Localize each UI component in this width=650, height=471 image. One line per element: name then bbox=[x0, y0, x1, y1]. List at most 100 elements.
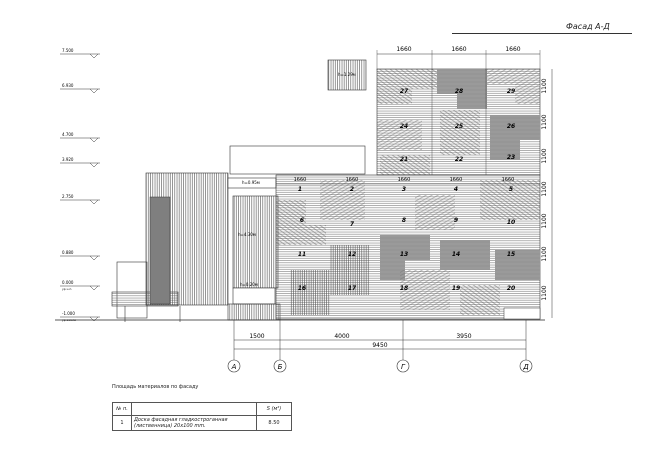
panel-number: 12 bbox=[348, 251, 356, 258]
panel-numbers: 27 28 29 24 25 26 21 22 23 1 2 3 4 5 6 7… bbox=[298, 88, 515, 292]
row-num: 1 bbox=[112, 415, 132, 431]
level-marks: 7.500 6.930 4.700 3.920 2.750 0.880 0.00… bbox=[60, 48, 100, 322]
table-header-row: № п. S (м²) bbox=[112, 402, 292, 416]
axis-label: Д bbox=[522, 363, 529, 371]
level-mark-value: 6.930 bbox=[62, 83, 74, 88]
panel-number: 8 bbox=[402, 217, 406, 224]
panel-number: 2 bbox=[350, 186, 354, 193]
level-mark: 2.750 bbox=[60, 194, 100, 205]
dimension-label: 1660 bbox=[505, 46, 520, 53]
dimension-label: 3950 bbox=[456, 333, 471, 340]
row-area: 8.50 bbox=[256, 415, 292, 431]
level-mark-value: 7.500 bbox=[62, 48, 74, 53]
dimension-label: 1500 bbox=[249, 333, 264, 340]
height-note: h=1.29м bbox=[338, 72, 356, 77]
panel-number: 29 bbox=[507, 88, 515, 95]
panel-number: 4 bbox=[454, 186, 458, 193]
mid-plinth bbox=[232, 287, 276, 305]
dimension-label: 1660 bbox=[396, 46, 411, 53]
dimension-label: 1100 bbox=[541, 181, 548, 196]
left-window bbox=[149, 196, 171, 305]
tower-panels bbox=[376, 68, 541, 176]
axis-label: Б bbox=[278, 363, 283, 371]
facade-title: Фасад А-Д bbox=[566, 22, 610, 31]
level-mark-value: 0.000 bbox=[62, 280, 74, 285]
mid-upper-box bbox=[229, 145, 366, 175]
panel-number: 9 bbox=[454, 217, 458, 224]
level-mark: 0.000 ур.ч.п. bbox=[60, 280, 100, 291]
title-underline bbox=[452, 33, 632, 34]
level-mark-value: 4.700 bbox=[62, 132, 74, 137]
panel-number: 19 bbox=[452, 285, 460, 292]
level-mark-value: 2.750 bbox=[62, 194, 74, 199]
panel-number: 11 bbox=[298, 251, 306, 258]
level-mark: -1.000 ур.земли bbox=[60, 311, 100, 322]
top-dimensions: 1660 1660 1660 bbox=[376, 46, 541, 70]
dimension-label: 1660 bbox=[450, 177, 463, 183]
dimension-label: 1660 bbox=[502, 177, 515, 183]
dimension-label: 1100 bbox=[541, 246, 548, 261]
axis-bubbles: А Б Г Д bbox=[227, 359, 533, 373]
panel-number: 5 bbox=[509, 186, 513, 193]
materials-table: № п. S (м²) 1 Доска фасадная гладкострoг… bbox=[112, 402, 292, 431]
panel-number: 10 bbox=[507, 219, 515, 226]
level-mark: 3.920 bbox=[60, 157, 100, 168]
panel-number: 18 bbox=[400, 285, 408, 292]
height-note: h=0.95м bbox=[242, 180, 260, 185]
dimension-label: 1100 bbox=[541, 114, 548, 129]
axis-label: А bbox=[231, 363, 237, 371]
panel-number: 27 bbox=[400, 88, 409, 95]
dimension-label: 1100 bbox=[541, 148, 548, 163]
mid-door-panel bbox=[232, 195, 279, 289]
panel-number: 25 bbox=[455, 123, 463, 130]
panel-number: 3 bbox=[402, 186, 406, 193]
height-note: h=4.30м bbox=[238, 232, 256, 237]
panel-number: 7 bbox=[350, 221, 355, 228]
level-mark-value: 3.920 bbox=[62, 157, 74, 162]
header-num: № п. bbox=[112, 402, 132, 416]
axis-lines bbox=[233, 320, 527, 360]
axis-label: Г bbox=[401, 363, 406, 371]
panel-number: 15 bbox=[507, 251, 515, 258]
panel-number: 6 bbox=[300, 217, 304, 224]
dimension-label: 1660 bbox=[398, 177, 411, 183]
height-note: h=0.20м bbox=[240, 282, 258, 287]
level-mark: 7.500 bbox=[60, 48, 100, 59]
dimension-label: 4000 bbox=[334, 333, 349, 340]
dimension-label: 1660 bbox=[346, 177, 359, 183]
dimension-label: 1660 bbox=[451, 46, 466, 53]
panel-number: 26 bbox=[507, 123, 515, 130]
level-mark-note: ур.земли bbox=[62, 318, 76, 322]
panel-number: 16 bbox=[298, 285, 306, 292]
panel-number: 24 bbox=[400, 123, 408, 130]
table-row: 1 Доска фасадная гладкострoганная (листв… bbox=[112, 415, 292, 431]
panel-number: 22 bbox=[455, 156, 463, 163]
panel-number: 14 bbox=[452, 251, 460, 258]
panel-number: 21 bbox=[400, 156, 408, 163]
mid-dimensions: 1660 1660 1660 1660 1660 bbox=[276, 177, 540, 185]
header-area: S (м²) bbox=[256, 402, 292, 416]
header-name bbox=[131, 402, 257, 416]
level-mark-value: -1.000 bbox=[62, 311, 75, 316]
dimension-label: 9450 bbox=[372, 342, 387, 349]
panel-number: 17 bbox=[348, 285, 357, 292]
panel-number: 13 bbox=[400, 251, 408, 258]
dimension-label: 1660 bbox=[294, 177, 307, 183]
panel-number: 28 bbox=[455, 88, 463, 95]
level-mark-note: ур.ч.п. bbox=[62, 287, 72, 291]
dimension-label: 1100 bbox=[541, 285, 548, 300]
mid-base bbox=[227, 303, 281, 321]
right-dimensions: 1100 1100 1100 1100 1100 1100 1100 bbox=[541, 69, 553, 318]
level-mark: 6.930 bbox=[60, 83, 100, 94]
level-mark: 4.700 bbox=[60, 132, 100, 143]
panel-number: 23 bbox=[507, 154, 515, 161]
main-panels bbox=[275, 174, 541, 320]
materials-caption: Площадь материалов по фасаду bbox=[112, 384, 199, 390]
dimension-label: 1100 bbox=[541, 213, 548, 228]
left-low-block bbox=[116, 261, 148, 319]
level-mark-value: 0.880 bbox=[62, 250, 74, 255]
roof-element bbox=[327, 59, 367, 91]
panel-number: 20 bbox=[507, 285, 515, 292]
row-name: Доска фасадная гладкострoганная (листвен… bbox=[131, 415, 257, 431]
